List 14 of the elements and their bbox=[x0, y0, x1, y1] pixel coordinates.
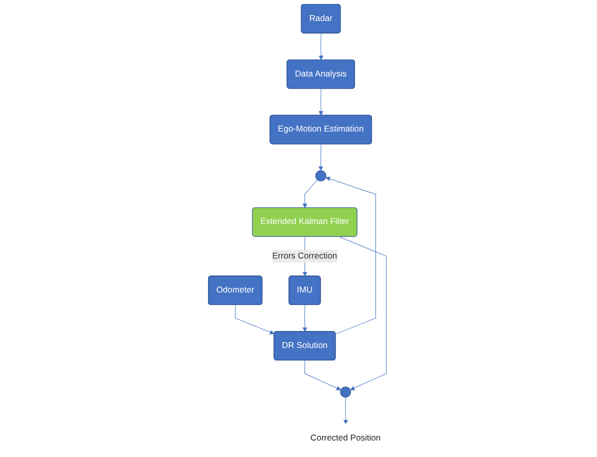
arrow bbox=[339, 236, 387, 390]
arrow bbox=[302, 304, 308, 332]
arrow bbox=[304, 360, 342, 390]
arrow bbox=[302, 180, 318, 208]
node-circle bbox=[315, 170, 326, 182]
arrow bbox=[318, 88, 324, 116]
arrow bbox=[318, 33, 324, 60]
node-text: Corrected Position bbox=[310, 434, 381, 443]
edge-label: Errors Correction bbox=[272, 251, 338, 260]
arrow bbox=[318, 144, 324, 171]
node-circle bbox=[340, 386, 352, 398]
arrow bbox=[343, 396, 348, 424]
arrow bbox=[326, 176, 376, 334]
arrow bbox=[235, 304, 274, 334]
